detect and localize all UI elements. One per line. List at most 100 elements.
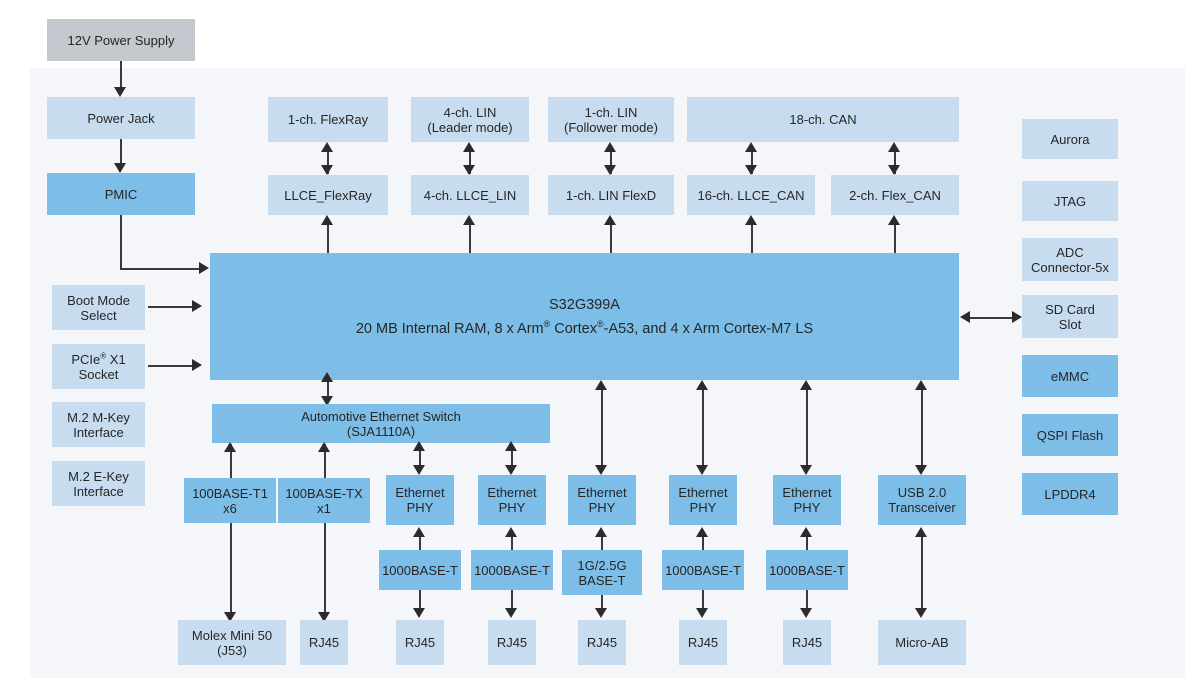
connector-100base-t1-to-molex-line <box>230 523 232 618</box>
connector-pmic-to-soc-vline <box>120 215 122 269</box>
arrowhead-media5-to-rj45 <box>800 608 812 618</box>
block-100base-t1-x6[interactable]: 100BASE-T1 x6 <box>184 478 276 523</box>
block-1ch-lin-flexd[interactable]: 1-ch. LIN FlexD <box>548 175 674 215</box>
block-100base-tx-x1[interactable]: 100BASE-TX x1 <box>278 478 370 523</box>
connector-pcie-to-soc-line <box>148 365 194 367</box>
arrowhead-supply-to-jack <box>114 87 126 97</box>
block-m2-m-key-interface[interactable]: M.2 M-Key Interface <box>52 402 145 447</box>
soc-description: 20 MB Internal RAM, 8 x Arm® Cortex®-A53… <box>355 318 814 337</box>
connector-soc-to-switch-line <box>327 380 329 402</box>
block-2ch-flex-can[interactable]: 2-ch. Flex_CAN <box>831 175 959 215</box>
arrowhead-switch-to-100base-tx-up <box>318 442 330 452</box>
soc-name: S32G399A <box>549 296 620 313</box>
block-ethernet-phy-1[interactable]: Ethernet PHY <box>386 475 454 525</box>
block-1ch-flexray[interactable]: 1-ch. FlexRay <box>268 97 388 142</box>
arrowhead-switch-to-phy2-up <box>505 441 517 451</box>
connector-switch-to-phy1-line <box>419 449 421 471</box>
connector-jack-to-pmic-line <box>120 139 122 165</box>
block-rj45-phy-3[interactable]: RJ45 <box>578 620 626 665</box>
block-ethernet-phy-5[interactable]: Ethernet PHY <box>773 475 841 525</box>
arrowhead-usb-to-microab-up <box>915 527 927 537</box>
arrowhead-soc-to-phy4-down <box>696 465 708 475</box>
arrowhead-media3-to-rj45 <box>595 608 607 618</box>
block-18ch-can[interactable]: 18-ch. CAN <box>687 97 959 142</box>
arrowhead-switch-to-100base-t1-up <box>224 442 236 452</box>
arrowhead-100base-tx-to-rj45 <box>318 612 330 622</box>
block-m2-e-key-interface[interactable]: M.2 E-Key Interface <box>52 461 145 506</box>
block-ethernet-phy-3[interactable]: Ethernet PHY <box>568 475 636 525</box>
connector-usb-to-microab-line <box>921 534 923 612</box>
arrowhead-soc-to-phy5-down <box>800 465 812 475</box>
arrowhead-soc-to-sdcard-right <box>1012 311 1022 323</box>
arrowhead-bootmode-to-soc <box>192 300 202 312</box>
block-automotive-ethernet-switch[interactable]: Automotive Ethernet Switch (SJA1110A) <box>212 404 550 443</box>
arrowhead-pcie-to-soc <box>192 359 202 371</box>
connector-soc-to-phy3-line <box>601 388 603 471</box>
block-emmc[interactable]: eMMC <box>1022 355 1118 397</box>
block-4ch-llce-lin[interactable]: 4-ch. LLCE_LIN <box>411 175 529 215</box>
connector-lin-leader-biline <box>469 150 471 174</box>
block-usb-2-transceiver[interactable]: USB 2.0 Transceiver <box>878 475 966 525</box>
connector-media1-to-phy1-line <box>419 534 421 550</box>
block-pcie-x1-socket[interactable]: PCIe® X1 Socket <box>52 344 145 389</box>
block-power-jack[interactable]: Power Jack <box>47 97 195 139</box>
block-boot-mode-select[interactable]: Boot Mode Select <box>52 285 145 330</box>
block-media-1g-2p5g-base-t[interactable]: 1G/2.5G BASE-T <box>562 550 642 595</box>
arrowhead-llce-lin-to-soc <box>463 215 475 225</box>
block-micro-ab[interactable]: Micro-AB <box>878 620 966 665</box>
arrowhead-flex-can-to-soc <box>888 215 900 225</box>
connector-100base-tx-to-rj45-line <box>324 523 326 618</box>
arrowhead-jack-to-pmic <box>114 163 126 173</box>
block-llce-flexray[interactable]: LLCE_FlexRay <box>268 175 388 215</box>
block-pmic[interactable]: PMIC <box>47 173 195 215</box>
arrowhead-media4-to-rj45 <box>696 608 708 618</box>
arrowhead-soc-to-phy4-up <box>696 380 708 390</box>
block-4ch-lin-leader[interactable]: 4-ch. LIN (Leader mode) <box>411 97 529 142</box>
block-lpddr4[interactable]: LPDDR4 <box>1022 473 1118 515</box>
connector-llce-can-biline <box>751 150 753 174</box>
connector-media2-to-rj45-line <box>511 590 513 612</box>
connector-media5-to-rj45-line <box>806 590 808 612</box>
connector-pmic-to-soc-hline <box>120 268 202 270</box>
arrowhead-media5-to-phy5-up <box>800 527 812 537</box>
connector-flex-can-to-soc-line <box>894 224 896 254</box>
connector-media4-to-rj45-line <box>702 590 704 612</box>
arrowhead-llce-can-down <box>745 165 757 175</box>
arrowhead-switch-to-phy1-up <box>413 441 425 451</box>
arrowhead-usb-to-microab-down <box>915 608 927 618</box>
block-16ch-llce-can[interactable]: 16-ch. LLCE_CAN <box>687 175 815 215</box>
block-rj45-phy-4[interactable]: RJ45 <box>679 620 727 665</box>
connector-lin-flexd-to-soc-line <box>610 224 612 254</box>
block-qspi-flash[interactable]: QSPI Flash <box>1022 414 1118 456</box>
connector-llce-lin-to-soc-line <box>469 224 471 254</box>
arrowhead-lin-flexd-to-soc <box>604 215 616 225</box>
block-ethernet-phy-4[interactable]: Ethernet PHY <box>669 475 737 525</box>
connector-soc-to-phy5-line <box>806 388 808 471</box>
block-aurora[interactable]: Aurora <box>1022 119 1118 159</box>
block-1ch-lin-follower[interactable]: 1-ch. LIN (Follower mode) <box>548 97 674 142</box>
block-rj45-phy-1[interactable]: RJ45 <box>396 620 444 665</box>
block-jtag[interactable]: JTAG <box>1022 181 1118 221</box>
arrowhead-flexray-up <box>321 142 333 152</box>
block-rj45-phy-2[interactable]: RJ45 <box>488 620 536 665</box>
block-media-1000base-t-2[interactable]: 1000BASE-T <box>471 550 553 590</box>
arrowhead-lin-follower-down <box>604 165 616 175</box>
block-rj45-100base-tx[interactable]: RJ45 <box>300 620 348 665</box>
block-rj45-phy-5[interactable]: RJ45 <box>783 620 831 665</box>
arrowhead-media1-to-phy1-up <box>413 527 425 537</box>
connector-llce-flexray-to-soc-line <box>327 224 329 254</box>
block-media-1000base-t-1[interactable]: 1000BASE-T <box>379 550 461 590</box>
arrowhead-llce-can-to-soc <box>745 215 757 225</box>
block-sd-card-slot[interactable]: SD Card Slot <box>1022 295 1118 338</box>
arrowhead-media2-to-rj45 <box>505 608 517 618</box>
block-media-1000base-t-5[interactable]: 1000BASE-T <box>766 550 848 590</box>
connector-lin-follower-biline <box>610 150 612 174</box>
block-adc-connector-5x[interactable]: ADC Connector-5x <box>1022 238 1118 281</box>
block-soc-s32g399a[interactable]: S32G399A 20 MB Internal RAM, 8 x Arm® Co… <box>210 253 959 380</box>
block-12v-power-supply[interactable]: 12V Power Supply <box>47 19 195 61</box>
block-media-1000base-t-4[interactable]: 1000BASE-T <box>662 550 744 590</box>
block-molex-mini-50-j53[interactable]: Molex Mini 50 (J53) <box>178 620 286 665</box>
arrowhead-media1-to-rj45 <box>413 608 425 618</box>
block-ethernet-phy-2[interactable]: Ethernet PHY <box>478 475 546 525</box>
